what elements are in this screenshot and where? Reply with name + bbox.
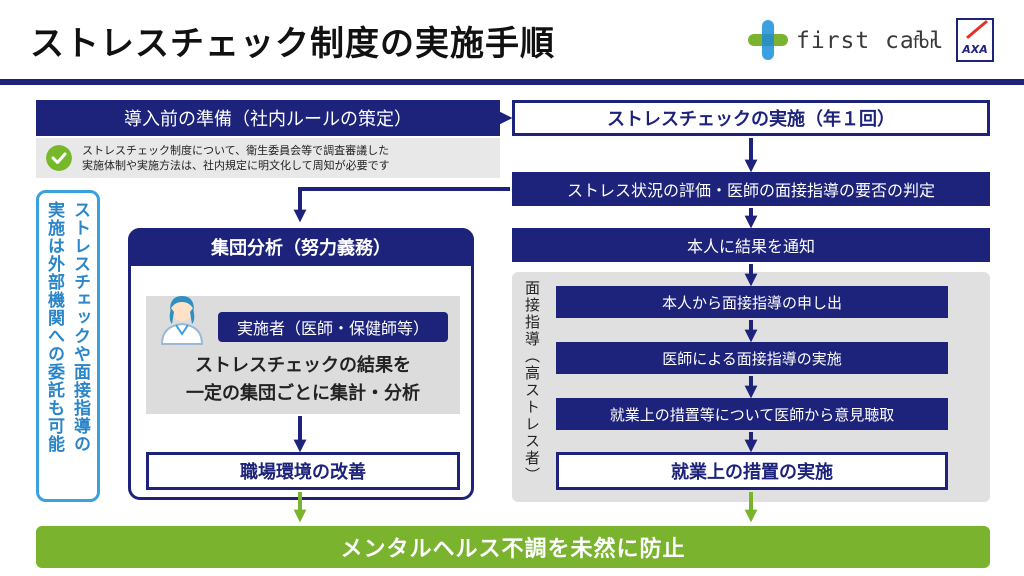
- sub-step-opinion: 就業上の措置等について医師から意見聴取: [556, 398, 948, 430]
- prep-note-box: ストレスチェック制度について、衛生委員会等で調査審議した 実施体制や実施方法は、…: [36, 138, 500, 178]
- first-call-logo-icon: [748, 20, 788, 60]
- side-note-box: 実施は外部機関への委託も可能 ストレスチェックや面接指導の: [36, 190, 100, 502]
- prep-note-line2: 実施体制や実施方法は、社内規定に明文化して周知が必要です: [82, 159, 390, 172]
- side-note-col1: ストレスチェックや面接指導の: [70, 201, 90, 453]
- logo-for-text: for: [913, 33, 937, 53]
- page-title: ストレスチェック制度の実施手順: [30, 24, 555, 64]
- actor-desc-line1: ストレスチェックの結果を: [195, 355, 411, 376]
- step-evaluation: ストレス状況の評価・医師の面接指導の要否の判定: [512, 172, 990, 206]
- prep-note-line1: ストレスチェック制度について、衛生委員会等で調査審議した: [82, 144, 390, 157]
- actor-desc-line2: 一定の集団ごとに集計・分析: [186, 383, 420, 404]
- logo-text: first call: [796, 28, 945, 54]
- step-stress-check: ストレスチェックの実施（年１回）: [512, 100, 990, 136]
- prep-title-box: 導入前の準備（社内ルールの策定）: [36, 100, 500, 136]
- goal-banner: メンタルヘルス不調を未然に防止: [36, 526, 990, 568]
- sub-step-interview: 医師による面接指導の実施: [556, 342, 948, 374]
- actor-label: 実施者（医師・保健師等）: [218, 312, 448, 342]
- axa-logo-label: AXA: [962, 43, 988, 56]
- header-rule: [0, 79, 1024, 85]
- step-notify: 本人に結果を通知: [512, 228, 990, 262]
- nurse-icon: [160, 296, 204, 345]
- group-analysis-title: 集団分析（努力義務）: [128, 228, 474, 266]
- axa-logo: AXA: [956, 18, 994, 62]
- workplace-improvement-box: 職場環境の改善: [146, 452, 460, 490]
- check-icon: [46, 145, 72, 171]
- side-note-col2: 実施は外部機関への委託も可能: [44, 201, 64, 453]
- arrow-eval-to-group: [293, 187, 510, 223]
- interview-group-label: 面接指導（高ストレス者）: [523, 280, 541, 484]
- sub-step-measures: 就業上の措置の実施: [556, 452, 948, 490]
- sub-step-request: 本人から面接指導の申し出: [556, 286, 948, 318]
